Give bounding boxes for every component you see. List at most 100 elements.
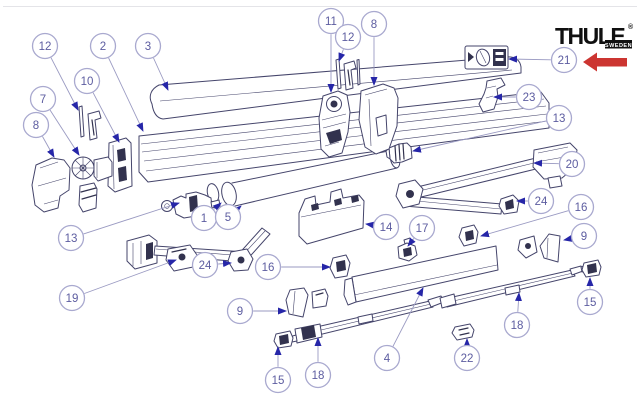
svg-text:22: 22 [461,353,474,365]
callout-part-19: 19 [58,284,86,312]
svg-text:15: 15 [272,375,285,387]
callout-leader-lines [42,34,594,367]
callout-part-1: 1 [190,204,218,232]
svg-text:9: 9 [581,231,587,243]
callout-part-9: 9 [226,297,254,325]
leader-part-20 [533,159,559,167]
svg-text:13: 13 [65,233,78,245]
svg-text:20: 20 [566,159,579,171]
svg-text:16: 16 [262,262,275,274]
callout-part-3: 3 [134,32,162,60]
leader-part-5 [232,205,242,214]
callout-part-24: 24 [527,187,555,215]
part-16-left-bracket-drawing [329,254,351,279]
leader-part-21 [508,55,551,63]
svg-text:3: 3 [145,41,151,53]
part-3-cover-drawing [149,56,522,120]
svg-text:9: 9 [237,306,243,318]
part-9-left-cover-drawing [285,287,329,318]
leader-part-13 [412,120,547,153]
svg-text:15: 15 [584,297,597,309]
callout-part-15: 15 [576,288,604,316]
part-17-clip-drawing [397,237,418,262]
svg-text:13: 13 [553,113,566,125]
svg-text:1: 1 [201,213,207,225]
svg-text:12: 12 [342,32,355,44]
callout-part-18: 18 [304,361,332,389]
callout-part-13: 13 [545,104,573,132]
part-15-right-clamp-drawing [581,259,602,278]
callout-part-23: 23 [515,83,543,111]
svg-text:12: 12 [39,41,52,53]
leader-part-17 [407,237,416,247]
leader-part-12 [50,57,79,111]
callout-part-14: 14 [372,213,400,241]
svg-text:16: 16 [575,202,588,214]
brand-badge-bg [605,40,632,49]
part-14-bracket-drawing [298,188,365,245]
svg-text:7: 7 [40,94,46,106]
svg-text:5: 5 [225,212,231,224]
leader-part-16 [480,210,569,238]
callout-part-24: 24 [191,251,219,279]
leader-part-1 [212,202,222,211]
svg-text:19: 19 [66,293,79,305]
svg-text:21: 21 [558,55,571,67]
svg-text:18: 18 [312,370,325,382]
part-16-right-bracket-drawing [458,224,479,247]
svg-text:14: 14 [380,222,393,234]
thule-logo: THULE ® SWEDEN [555,23,634,49]
callout-part-9: 9 [570,222,598,250]
callout-part-15: 15 [264,366,292,394]
callout-part-13: 13 [57,224,85,252]
callout-part-17: 17 [408,214,436,242]
leader-part-8 [42,136,55,158]
part-15-left-clamp-drawing [273,330,294,349]
callout-part-10: 10 [73,67,101,95]
registered-mark-icon: ® [628,23,634,31]
leader-part-3 [153,57,169,91]
leader-part-4 [392,287,424,347]
leader-part-9 [563,235,573,242]
svg-text:8: 8 [33,120,39,132]
callout-part-8: 8 [360,10,388,38]
part-12-topleft-pin-drawing [78,105,102,141]
leader-part-2 [108,57,144,132]
part-4-front-panel-drawing [343,245,499,306]
callout-part-11: 11 [317,7,345,35]
leader-part-13 [83,202,180,235]
callout-part-8: 8 [22,111,50,139]
svg-text:2: 2 [100,41,106,53]
part-8-endcap-mid-drawing [358,83,399,155]
callout-part-18: 18 [503,311,531,339]
part-7-disc-drawing [71,156,113,213]
svg-text:4: 4 [384,353,391,365]
part-18-left-arm-drawing [285,295,445,344]
leader-part-18 [514,292,522,312]
part-23-bracket-drawing [478,77,506,113]
leader-part-12 [338,49,346,62]
leader-part-7 [49,109,80,156]
part-24-right-drawing [498,194,520,215]
part-13-knob-drawing [385,142,413,164]
part-22-bracket-drawing [451,323,475,341]
svg-text:17: 17 [416,223,429,235]
parts-line-art [31,45,602,349]
callout-part-12: 12 [31,32,59,60]
part-8-left-endcap-drawing [31,157,71,213]
svg-text:24: 24 [199,260,212,272]
callout-part-22: 22 [453,344,481,372]
right-spring-arm-drawing [395,157,541,215]
callout-part-12: 12 [334,23,362,51]
part-21-kit-box-drawing [464,45,509,70]
highlight-arrow-icon [583,52,627,72]
leader-part-19 [84,259,177,294]
svg-text:18: 18 [511,320,524,332]
callout-part-5: 5 [214,203,242,231]
svg-text:10: 10 [81,76,94,88]
svg-text:24: 24 [535,196,548,208]
part-9-right-cover-drawing [517,233,561,263]
